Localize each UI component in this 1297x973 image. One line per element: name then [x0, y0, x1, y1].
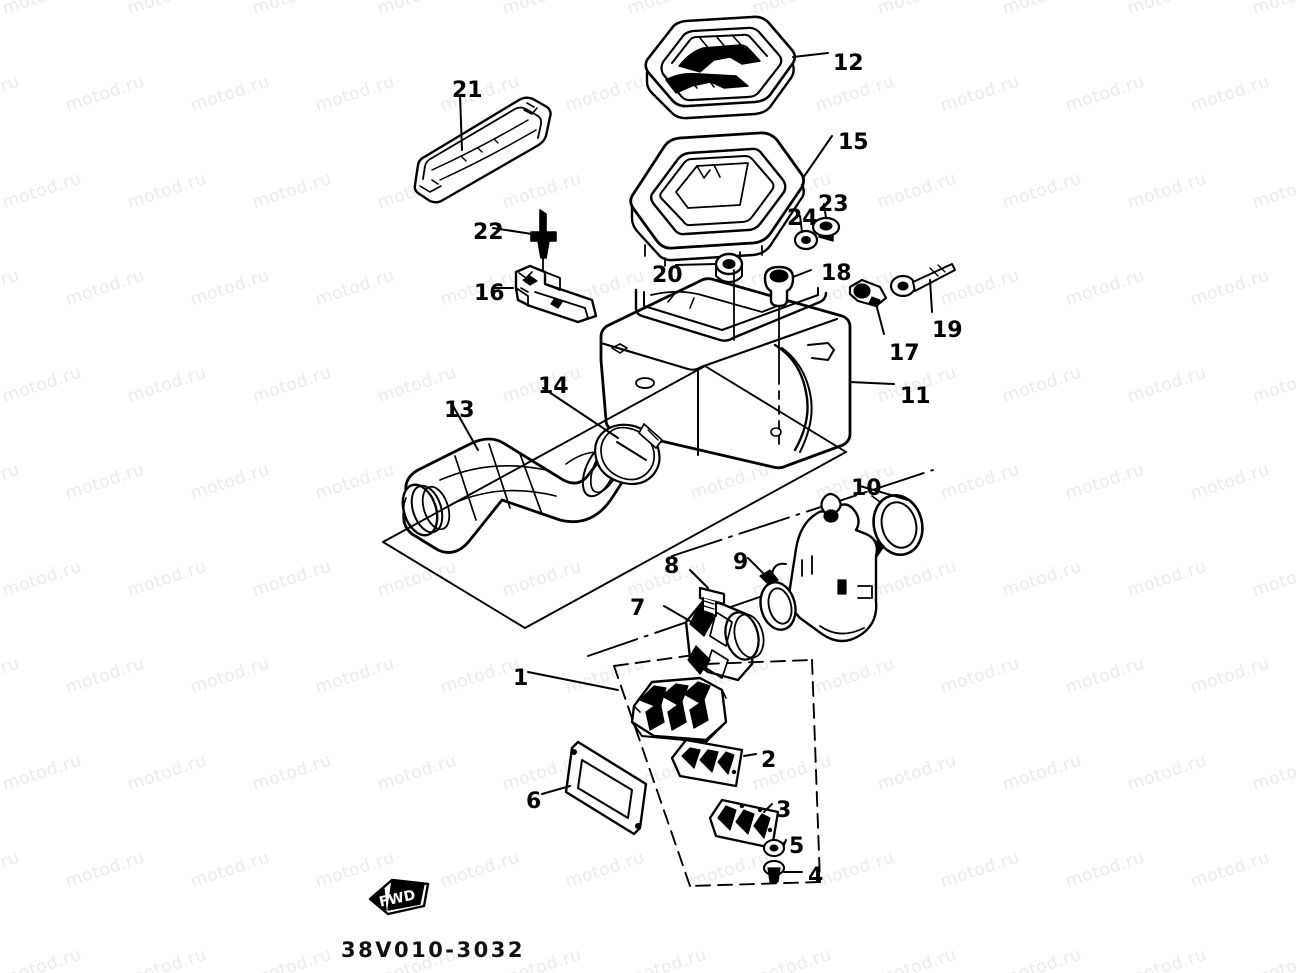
part-18-grommet [763, 265, 812, 377]
part-21-strap-band [413, 94, 552, 204]
part-6-gasket [541, 740, 648, 836]
callout-9-clamp: 9 [733, 550, 749, 575]
part-23-bolt-flange [811, 203, 841, 242]
callout-20-damper: 20 [652, 263, 683, 288]
part-24-washer-small [793, 215, 819, 251]
part-number-caption: 38V010-3032 [341, 938, 525, 962]
callout-2-reed-valve: 2 [761, 748, 777, 773]
part-14-band-clamp [542, 387, 663, 486]
part-3-valve-stopper [708, 798, 780, 850]
callout-11-air-cleaner-case: 11 [900, 384, 931, 409]
callout-22-pin-bolt: 22 [473, 220, 504, 245]
callout-16-bracket: 16 [474, 281, 505, 306]
callout-19-screw-long: 19 [932, 318, 963, 343]
part-22-pin-bolt [492, 209, 557, 301]
part-17-nut [848, 278, 888, 335]
callout-8-bolt: 8 [664, 554, 680, 579]
part-8-bolt [689, 569, 726, 617]
reed-valve-assembly-box [613, 654, 821, 887]
callout-12-air-filter-element: 12 [833, 51, 864, 76]
part-5-washer [762, 838, 787, 858]
callout-23-bolt-flange: 23 [818, 192, 849, 217]
callout-13-air-cleaner-joint-duct: 13 [444, 398, 475, 423]
callout-15-air-cleaner-case-cover: 15 [838, 130, 869, 155]
carburetor-body [770, 492, 879, 643]
callout-18-grommet: 18 [821, 261, 852, 286]
callout-4-screw: 4 [808, 864, 824, 889]
callout-24-washer-small: 24 [787, 206, 818, 231]
callout-7-intake-manifold: 7 [630, 596, 646, 621]
part-1-reed-valve-body [630, 676, 728, 743]
callout-3-valve-stopper: 3 [776, 798, 792, 823]
part-19-screw-long [889, 263, 956, 313]
fwd-arrow-marker [368, 878, 430, 916]
callout-10-air-cleaner-joint-clamp: 10 [851, 476, 882, 501]
callout-14-band-clamp: 14 [538, 374, 569, 399]
callout-1-reed-valve-assembly: 1 [513, 666, 529, 691]
part-4-screw [762, 859, 803, 883]
callout-6-reed-valve-gasket: 6 [526, 789, 542, 814]
callout-21-strap-band: 21 [452, 78, 483, 103]
part-13-joint-duct [401, 403, 632, 554]
part-15-case-cover [629, 131, 833, 267]
part-9-clamp [747, 557, 797, 631]
callout-5-washer: 5 [789, 834, 805, 859]
part-20-damper [675, 252, 744, 341]
callout-17-nut: 17 [889, 341, 920, 366]
part-2-reed [670, 738, 757, 788]
part-12-air-filter-element [644, 15, 829, 120]
part-16-bracket [493, 264, 598, 324]
